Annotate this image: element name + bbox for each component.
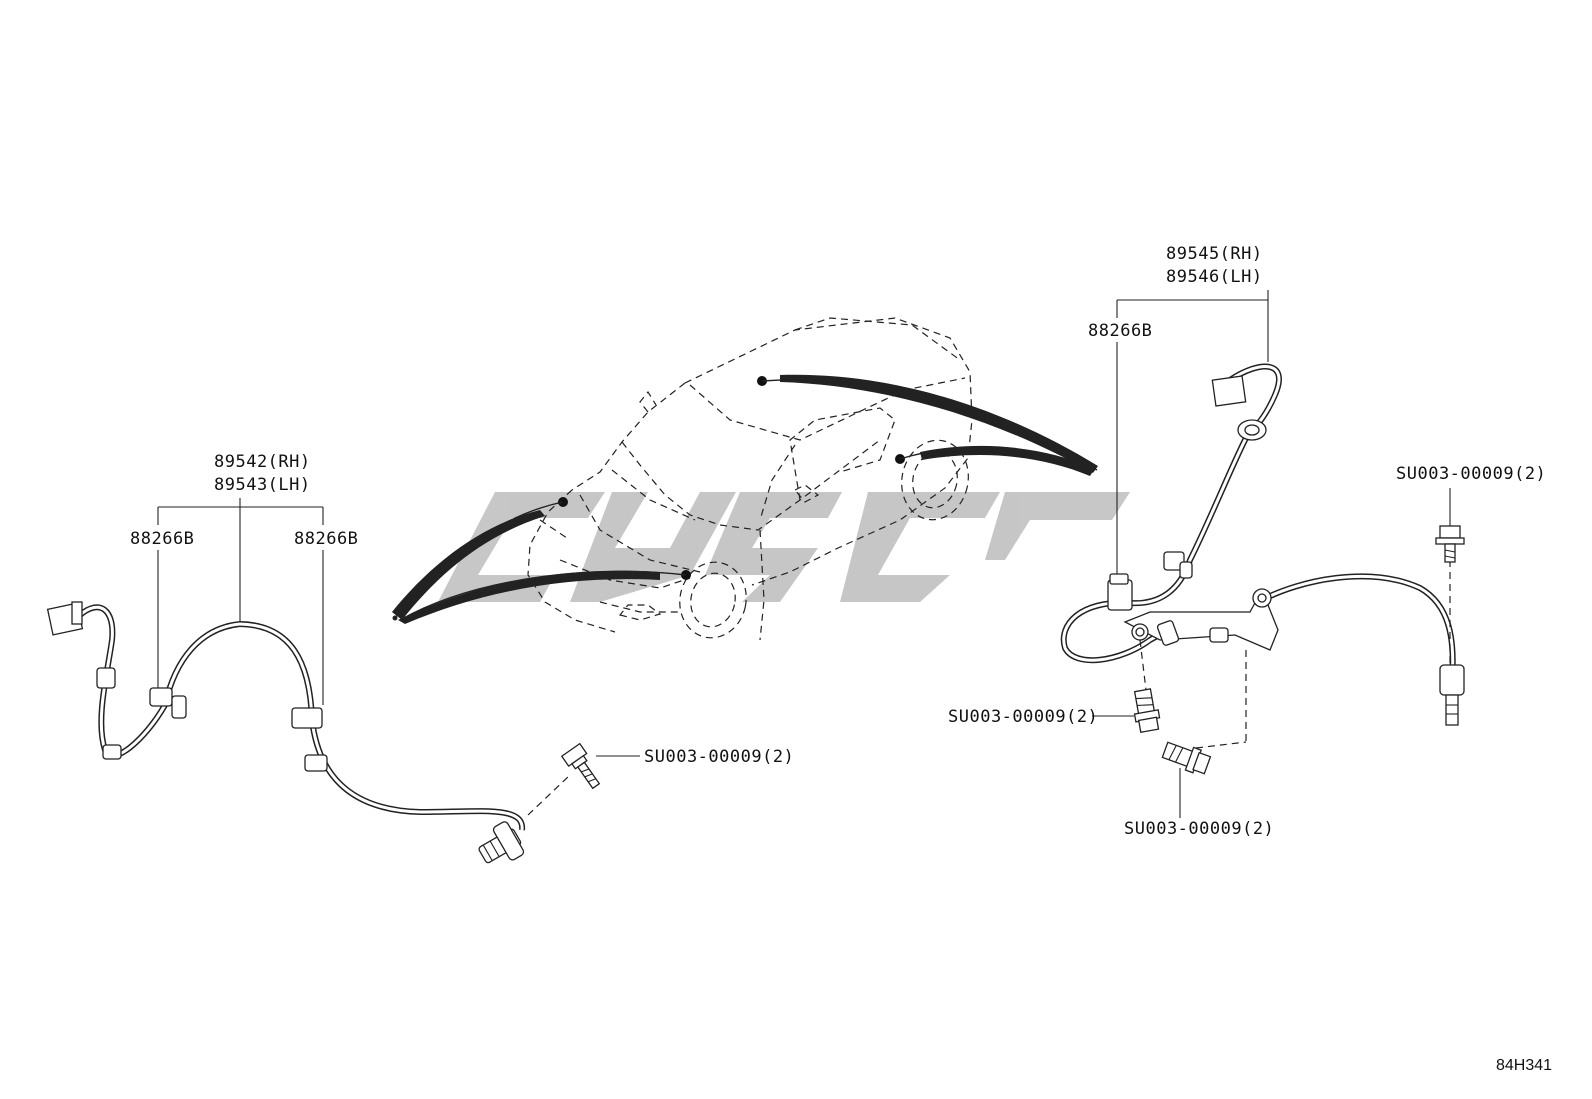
watermark-logo <box>438 492 1130 602</box>
label-front-part-lh: 89543(LH) <box>214 475 311 495</box>
rear-speed-sensor <box>1060 290 1465 818</box>
label-rear-part-rh: 89545(RH) <box>1166 244 1263 264</box>
location-callouts <box>392 374 1098 624</box>
label-rear-bolt-mid: SU003-00009(2) <box>948 707 1098 727</box>
label-rear-bolt-bottom: SU003-00009(2) <box>1124 819 1274 839</box>
part-labels: 89542(RH) 89543(LH) 88266B 88266B SU003-… <box>130 244 1552 1074</box>
label-front-bolt: SU003-00009(2) <box>644 747 794 767</box>
label-front-clamp-right: 88266B <box>294 529 358 549</box>
car-outline <box>527 317 973 641</box>
label-rear-bolt-top: SU003-00009(2) <box>1396 464 1546 484</box>
figure-code: 84H341 <box>1496 1057 1552 1074</box>
front-speed-sensor <box>46 498 640 864</box>
label-front-part-rh: 89542(RH) <box>214 452 311 472</box>
label-rear-clamp: 88266B <box>1088 321 1152 341</box>
label-rear-part-lh: 89546(LH) <box>1166 267 1263 287</box>
label-front-clamp-left: 88266B <box>130 529 194 549</box>
